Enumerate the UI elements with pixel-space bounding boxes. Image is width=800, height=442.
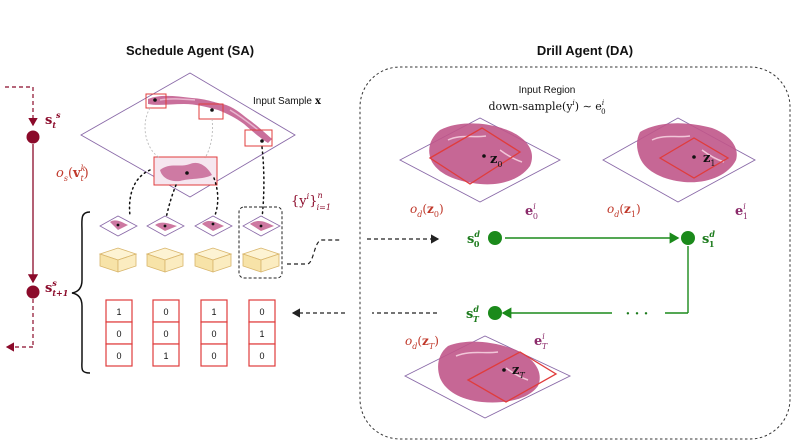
eT-label: e <box>534 334 542 349</box>
svg-text:od(z0): od(z0) <box>410 202 444 219</box>
svg-text:sdT: sdT <box>466 304 480 324</box>
svg-text:sts: sts <box>45 110 61 130</box>
matrix-cell: 0 <box>211 351 216 361</box>
sa-to-da-connector <box>287 239 342 265</box>
small-patches <box>99 215 281 237</box>
svg-text:zT: zT <box>512 363 525 380</box>
observation-z0-label: o <box>410 202 417 216</box>
svg-text:ei0: ei0 <box>525 202 538 221</box>
sd1-label: s <box>702 232 709 247</box>
matrix-cell: 1 <box>116 307 121 317</box>
observation-z1-label: o <box>607 202 614 216</box>
sd0-label: s <box>467 232 474 247</box>
region-e0 <box>399 117 561 203</box>
drill-state-1 <box>681 231 695 245</box>
svg-text:st+1s: st+1s <box>45 278 68 298</box>
drill-state-0 <box>488 231 502 245</box>
svg-text:os(vkt): os(vkt) <box>56 164 89 183</box>
state-st1-label: s <box>45 281 52 296</box>
matrix-cell: 0 <box>259 351 264 361</box>
patch-box-1 <box>145 93 167 109</box>
input-sample-plane <box>80 72 296 198</box>
svg-text:od(zT): od(zT) <box>405 334 439 351</box>
matrix-cell: 1 <box>163 351 168 361</box>
svg-text:sd0: sd0 <box>467 229 480 249</box>
z1-label: z <box>703 151 710 166</box>
state-node-t1 <box>26 285 40 299</box>
matrix-cell: 0 <box>163 307 168 317</box>
action-matrix <box>105 299 276 367</box>
timeline: sts st+1s <box>5 86 68 352</box>
matrix-cell: 0 <box>116 351 121 361</box>
zT-label: z <box>512 363 519 378</box>
svg-text:z1: z1 <box>703 151 715 168</box>
svg-text:sd1: sd1 <box>702 229 715 249</box>
matrix-cell: 0 <box>259 307 264 317</box>
region-eT <box>404 335 572 419</box>
patch-set-label: {y <box>291 194 307 209</box>
selected-patch-box <box>238 206 283 279</box>
matrix-cell: 0 <box>116 329 121 339</box>
drill-state-T <box>488 306 502 320</box>
svg-text:z0: z0 <box>490 152 502 169</box>
matrix-cell: 1 <box>259 329 264 339</box>
patch-box-2 <box>198 103 224 120</box>
matrix-cell: 1 <box>211 307 216 317</box>
observation-os-label: o <box>56 166 64 181</box>
matrix-cell: 0 <box>163 329 168 339</box>
ellipsis: · · · <box>626 307 649 322</box>
state-st-label: s <box>45 113 52 128</box>
svg-text:od(z1): od(z1) <box>607 202 641 219</box>
state-node-t <box>26 130 40 144</box>
observation-zT-label: o <box>405 334 412 348</box>
group-brace <box>71 211 91 374</box>
sdT-label: s <box>466 307 473 322</box>
e0-label: e <box>525 204 533 219</box>
drill-agent-container <box>359 66 791 440</box>
input-region-label: Input Region <box>519 85 576 96</box>
schedule-agent-title: Schedule Agent (SA) <box>126 43 254 58</box>
patch-box-3 <box>244 129 273 147</box>
svg-text:eiT: eiT <box>534 332 548 351</box>
region-e1 <box>602 117 756 203</box>
matrix-cell: 0 <box>211 329 216 339</box>
svg-text:{yi}ni=1: {yi}ni=1 <box>291 191 331 212</box>
patch-connectors <box>128 146 265 219</box>
drill-state-graph: · · · <box>488 231 695 322</box>
svg-text:ei1: ei1 <box>735 202 748 221</box>
feature-cubes <box>98 247 281 273</box>
e1-label: e <box>735 204 743 219</box>
z0-label: z <box>490 152 497 167</box>
drill-agent-title: Drill Agent (DA) <box>537 43 633 58</box>
